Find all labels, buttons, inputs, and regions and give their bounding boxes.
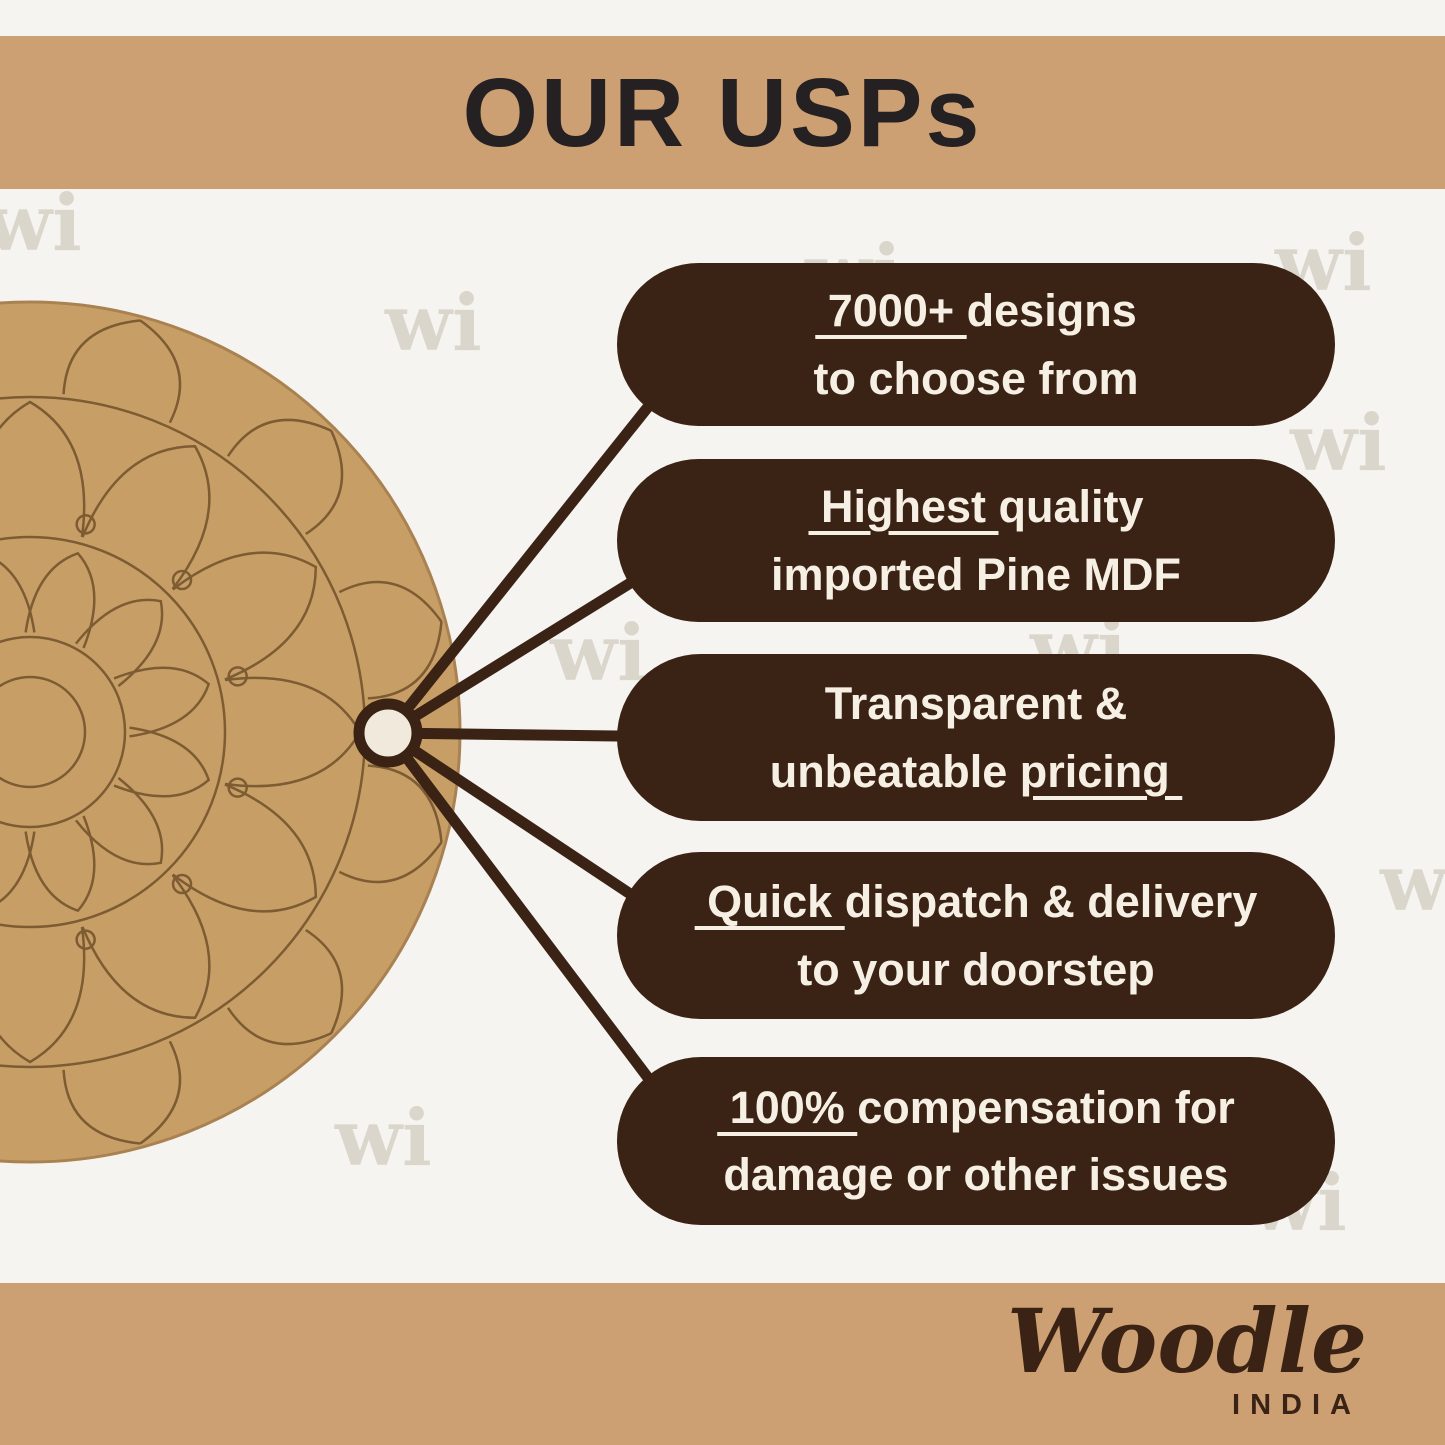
usp-pill: Transparent & unbeatable pricing <box>617 654 1335 821</box>
watermark-wi: wi <box>1380 838 1445 929</box>
usp-text-line: Highest quality <box>808 481 1144 532</box>
brand-name: Woodle <box>1007 1289 1367 1393</box>
usp-pill: 100% compensation for damage or other iss… <box>617 1057 1335 1225</box>
usp-text-line: to choose from <box>813 352 1139 404</box>
brand-country: INDIA <box>1232 1389 1361 1422</box>
usp-text-line: damage or other issues <box>723 1149 1229 1200</box>
usp-text-line: 7000+ designs <box>815 285 1137 336</box>
footer-band: Woodle INDIA <box>0 1283 1445 1445</box>
watermark-wi: wi <box>1290 398 1387 489</box>
watermark-wi: wi <box>0 178 82 269</box>
usp-text-line: Transparent & <box>824 678 1128 729</box>
usp-pill: Highest quality imported Pine MDF <box>617 459 1335 622</box>
header-band: OUR USPs <box>0 36 1445 189</box>
usp-text-line: imported Pine MDF <box>770 548 1181 600</box>
usp-text-line: unbeatable pricing <box>769 745 1183 797</box>
usp-text-line: Quick dispatch & delivery <box>694 876 1258 927</box>
usp-pill: Quick dispatch & delivery to your doorste… <box>617 852 1335 1019</box>
usp-text-line: 100% compensation for <box>717 1081 1235 1133</box>
page-title: OUR USPs <box>462 58 983 167</box>
usp-pill: 7000+ designs to choose from <box>617 263 1335 426</box>
usp-text-line: to your doorstep <box>797 943 1155 995</box>
brand-logo: Woodle INDIA <box>1007 1295 1367 1422</box>
